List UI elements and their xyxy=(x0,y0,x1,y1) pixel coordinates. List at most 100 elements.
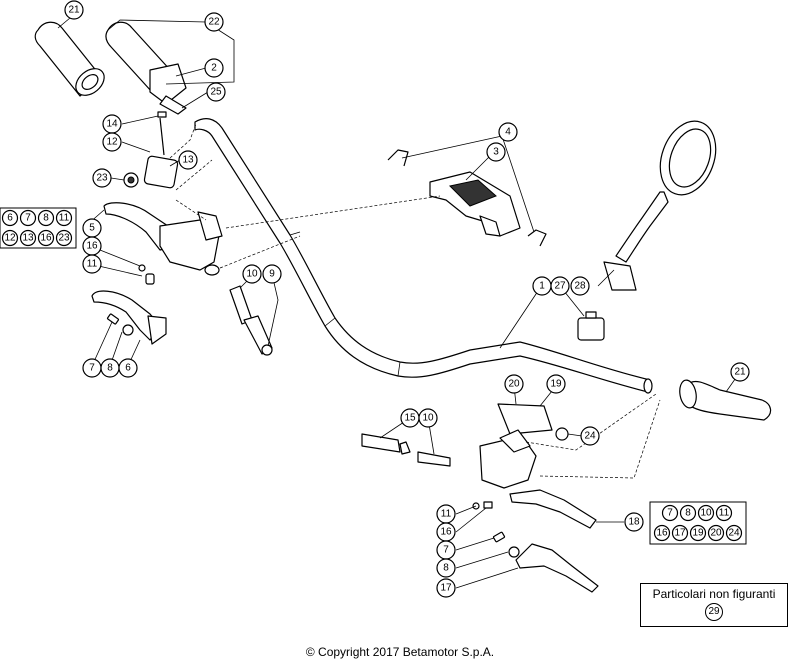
callout-label: 27 xyxy=(554,281,566,292)
callout-24: 24 xyxy=(580,426,600,446)
callout-label: 7 xyxy=(89,363,95,374)
kit-item: 20 xyxy=(710,528,722,539)
callout-16-right: 16 xyxy=(436,522,456,542)
kit-item: 7 xyxy=(25,213,31,224)
right-grip xyxy=(679,379,772,421)
callout-14: 14 xyxy=(102,114,122,134)
callout-9: 9 xyxy=(262,264,282,284)
callout-10-right: 10 xyxy=(418,408,438,428)
callout-label: 9 xyxy=(269,269,275,280)
clutch-lever-variant xyxy=(91,290,167,345)
clutch-assembly xyxy=(103,202,223,285)
callout-label: 23 xyxy=(96,173,108,184)
callout-2-throttle-housing: 2 xyxy=(204,58,224,78)
callout-23: 23 xyxy=(92,168,112,188)
callout-label: 19 xyxy=(550,379,562,390)
callout-1-handlebar: 1 xyxy=(532,276,552,296)
callout-5-clutch-master: 5 xyxy=(82,218,102,238)
callout-label: 16 xyxy=(440,527,452,538)
kit-item: 19 xyxy=(692,528,704,539)
callout-7-left: 7 xyxy=(82,358,102,378)
callout-label: 24 xyxy=(584,431,596,442)
callout-label: 14 xyxy=(106,119,118,130)
mirror xyxy=(603,120,717,291)
callout-label: 10 xyxy=(422,413,434,424)
callout-label: 10 xyxy=(246,269,258,280)
leader-lines xyxy=(57,17,741,589)
kit-item: 12 xyxy=(4,233,16,244)
callout-label: 22 xyxy=(208,17,220,28)
callout-label: 7 xyxy=(443,545,449,556)
callout-label: 16 xyxy=(86,241,98,252)
kit-item: 17 xyxy=(674,528,686,539)
kit-item: 13 xyxy=(22,233,34,244)
callout-25: 25 xyxy=(206,82,226,102)
callout-label: 28 xyxy=(574,281,586,292)
callout-label: 3 xyxy=(493,147,499,158)
handlebar-clamp xyxy=(429,171,521,237)
kit-item: 11 xyxy=(59,213,70,224)
callout-label: 21 xyxy=(68,5,80,16)
callout-label: 20 xyxy=(508,379,520,390)
kit-item: 8 xyxy=(43,213,49,224)
callout-28-mirror: 28 xyxy=(570,276,590,296)
callout-22-throttle-assembly: 22 xyxy=(204,12,224,32)
callout-label: 8 xyxy=(443,563,449,574)
callout-label: 4 xyxy=(505,127,511,138)
callout-18-brake-master: 18 xyxy=(624,512,644,532)
callout-label: 15 xyxy=(404,413,416,424)
callout-11-left: 11 xyxy=(82,254,102,274)
callout-8-left: 8 xyxy=(100,358,120,378)
callout-3-clamp: 3 xyxy=(486,142,506,162)
kit-box-left: 6 7 8 11 12 13 16 23 xyxy=(0,207,77,249)
callout-10-left: 10 xyxy=(242,264,262,284)
kit-item: 7 xyxy=(667,508,673,519)
callout-12: 12 xyxy=(102,132,122,152)
switch-27 xyxy=(577,311,605,341)
callout-20: 20 xyxy=(504,374,524,394)
handlebar xyxy=(194,118,653,394)
kit-box-right: 7 8 10 11 16 17 19 20 24 xyxy=(649,501,747,545)
callout-label: 2 xyxy=(211,63,217,74)
callout-7-right: 7 xyxy=(436,540,456,560)
kit-item: 16 xyxy=(40,233,52,244)
callout-4-u-bolts: 4 xyxy=(498,122,518,142)
callout-19: 19 xyxy=(546,374,566,394)
callout-label: 8 xyxy=(107,363,113,374)
brake-master-cylinder xyxy=(479,403,597,529)
left-grip xyxy=(34,21,105,97)
hose-fitting-left xyxy=(229,285,273,356)
callout-label: 18 xyxy=(628,517,640,528)
not-shown-parts-number: 29 xyxy=(705,603,723,621)
kit-item: 10 xyxy=(700,508,712,519)
left-switch xyxy=(123,111,179,189)
not-shown-parts-title: Particolari non figuranti xyxy=(652,587,776,601)
callout-11-right: 11 xyxy=(436,504,456,524)
copyright-notice: © Copyright 2017 Betamotor S.p.A. xyxy=(305,645,495,659)
callout-8-right: 8 xyxy=(436,558,456,578)
brake-lever-variant xyxy=(492,531,599,593)
kit-item: 8 xyxy=(685,508,691,519)
throttle-grip xyxy=(105,21,187,115)
callout-label: 5 xyxy=(89,223,95,234)
callout-label: 21 xyxy=(734,367,746,378)
kit-item: 16 xyxy=(656,528,668,539)
callout-label: 11 xyxy=(441,509,452,520)
callout-27: 27 xyxy=(550,276,570,296)
callout-label: 13 xyxy=(182,155,194,166)
callout-label: 6 xyxy=(125,363,131,374)
u-bolt-top xyxy=(387,149,409,167)
kit-item: 24 xyxy=(728,528,740,539)
callout-21-right-grip: 21 xyxy=(730,362,750,382)
callout-label: 25 xyxy=(210,87,222,98)
callout-17: 17 xyxy=(436,578,456,598)
kit-item: 6 xyxy=(7,213,13,224)
callout-13: 13 xyxy=(178,150,198,170)
callout-label: 12 xyxy=(106,137,118,148)
kit-item: 11 xyxy=(719,508,730,519)
callout-6: 6 xyxy=(118,358,138,378)
u-bolt-bottom xyxy=(527,229,547,247)
callout-label: 11 xyxy=(87,259,98,270)
callout-label: 1 xyxy=(539,281,545,292)
